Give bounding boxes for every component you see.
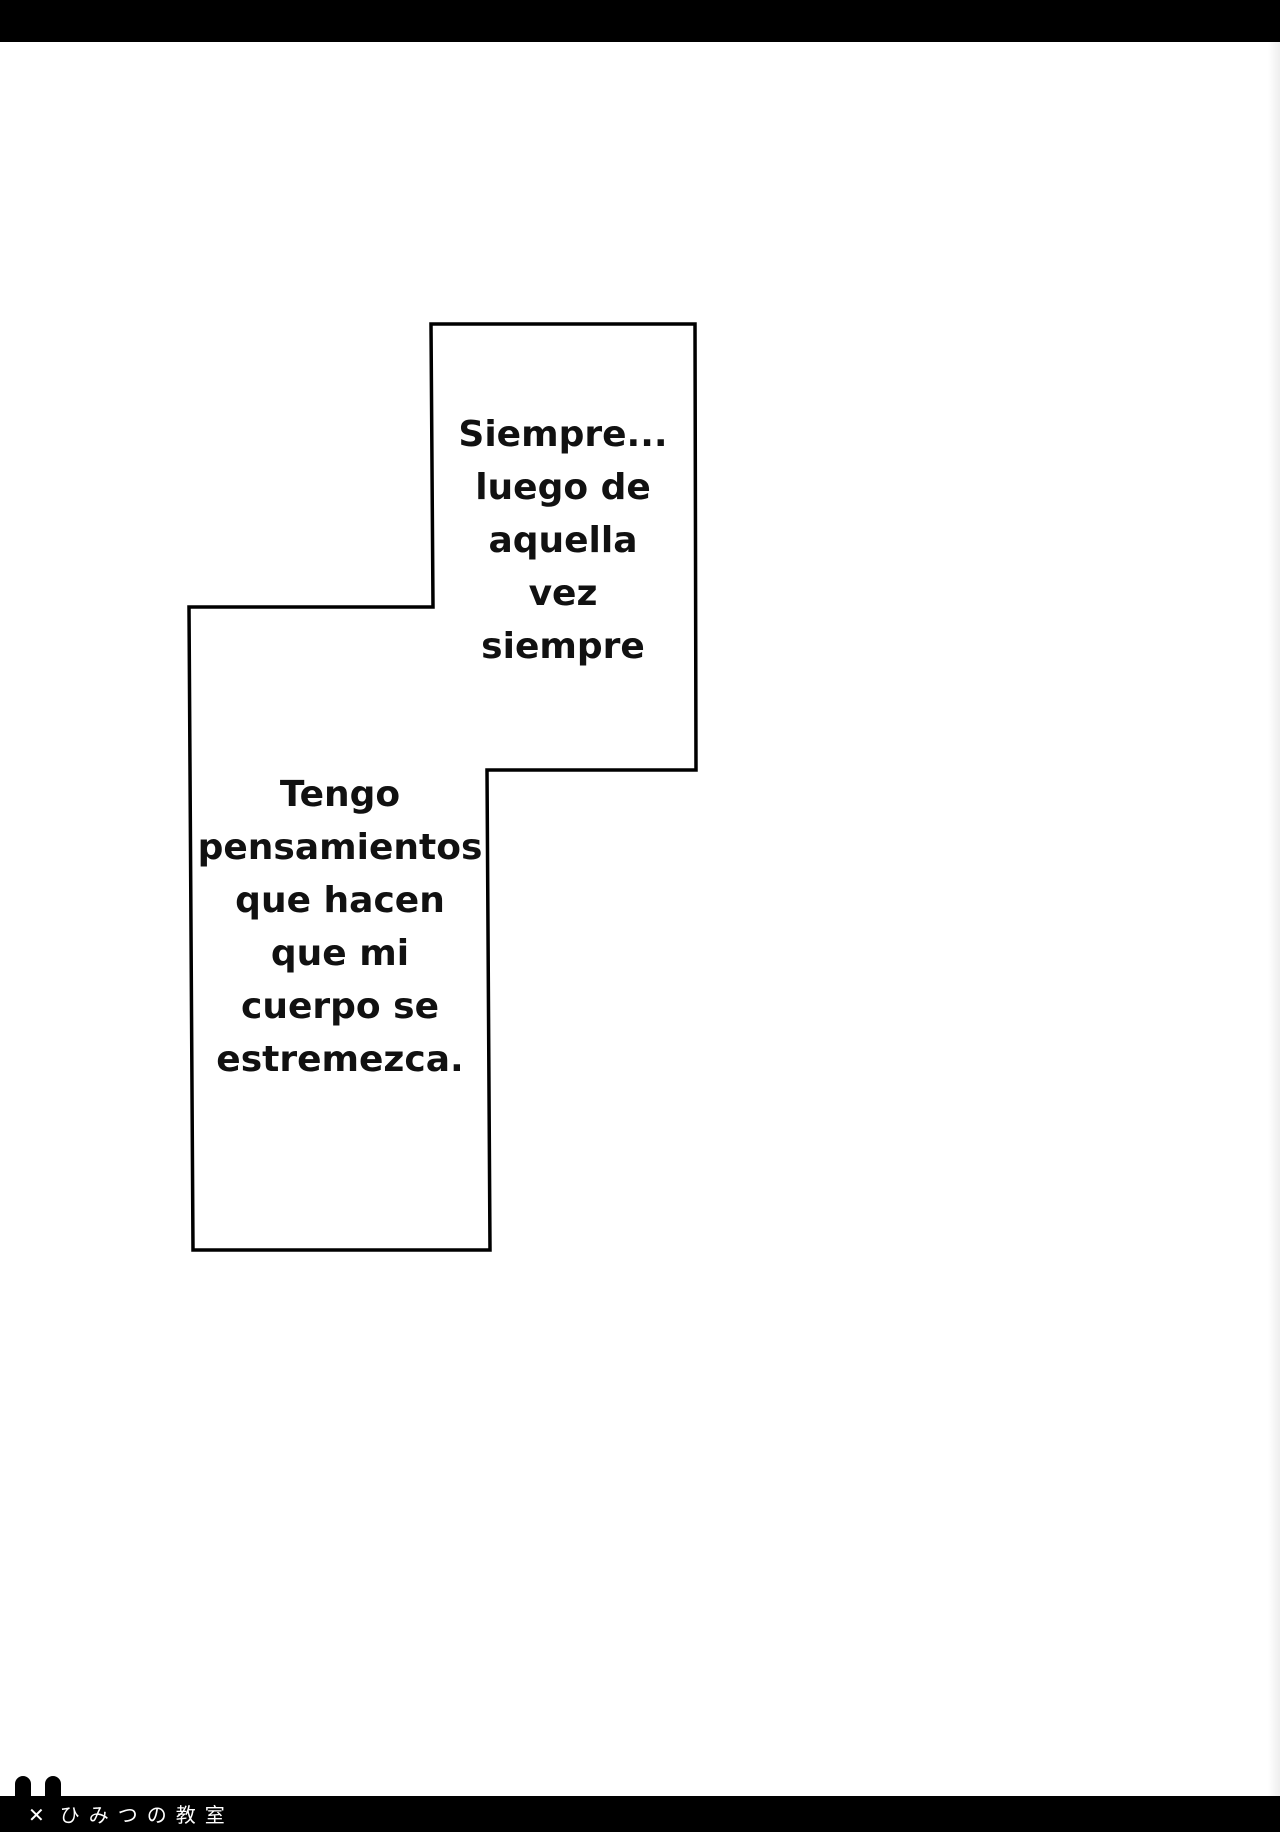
footer-title-text: ひみつの教室: [59, 1803, 234, 1827]
text-line: pensamientos: [197, 827, 483, 868]
narration-text-upper: Siempre... luego de aquella vez siempre: [458, 408, 667, 673]
footer-bar: [0, 1796, 1280, 1832]
page-edge: [1268, 42, 1280, 1796]
cross-icon: ✕: [28, 1803, 54, 1827]
text-line: estremezca.: [216, 1039, 464, 1080]
text-line: vez: [528, 573, 598, 614]
text-line: luego de: [475, 467, 651, 508]
narration-box-outline: [187, 322, 698, 1252]
text-line: Siempre...: [458, 414, 668, 455]
narration-text-lower: Tengo pensamientos que hacen que mi cuer…: [198, 768, 483, 1086]
text-line: que hacen: [235, 880, 445, 921]
footer-title: ✕ひみつの教室: [28, 1799, 234, 1828]
text-line: aquella: [488, 520, 638, 561]
text-line: Tengo: [279, 774, 401, 815]
top-border: [0, 0, 1280, 42]
text-line: que mi: [270, 933, 410, 974]
text-line: siempre: [481, 626, 645, 667]
text-line: cuerpo se: [240, 986, 440, 1027]
